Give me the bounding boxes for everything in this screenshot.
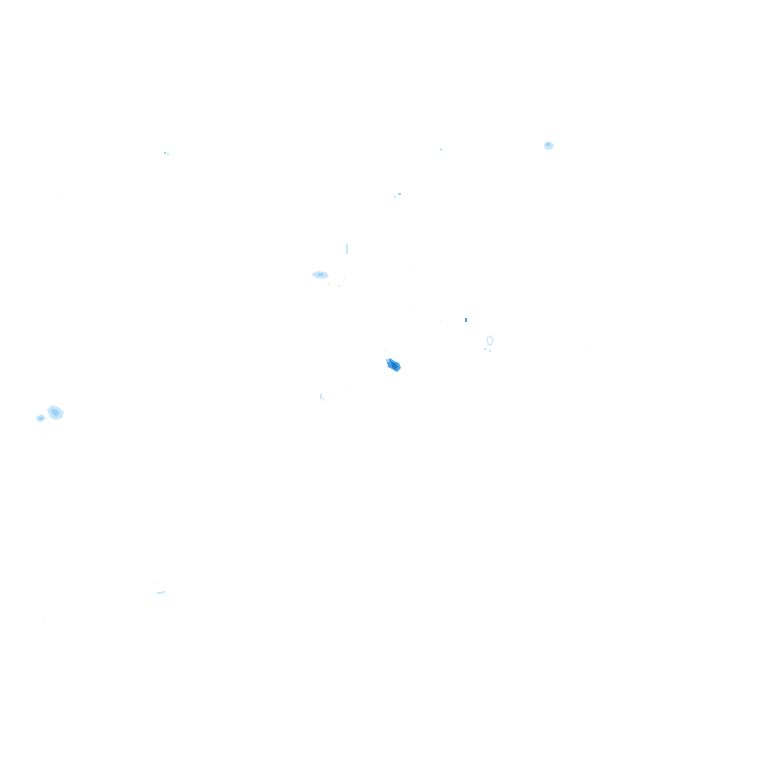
rain-cell-mid-specks bbox=[320, 386, 347, 401]
rain-cell-central-heavy bbox=[386, 358, 401, 372]
rain-cell-left bbox=[36, 405, 64, 433]
rain-cell-central-specks bbox=[385, 308, 588, 352]
rain-cell-top-right bbox=[544, 141, 554, 150]
rain-cell-top-left bbox=[164, 152, 169, 155]
rain-cell-lower-left bbox=[43, 583, 165, 617]
rain-cell-central-left bbox=[311, 244, 409, 287]
rain-cell-upper-specks bbox=[57, 148, 442, 198]
